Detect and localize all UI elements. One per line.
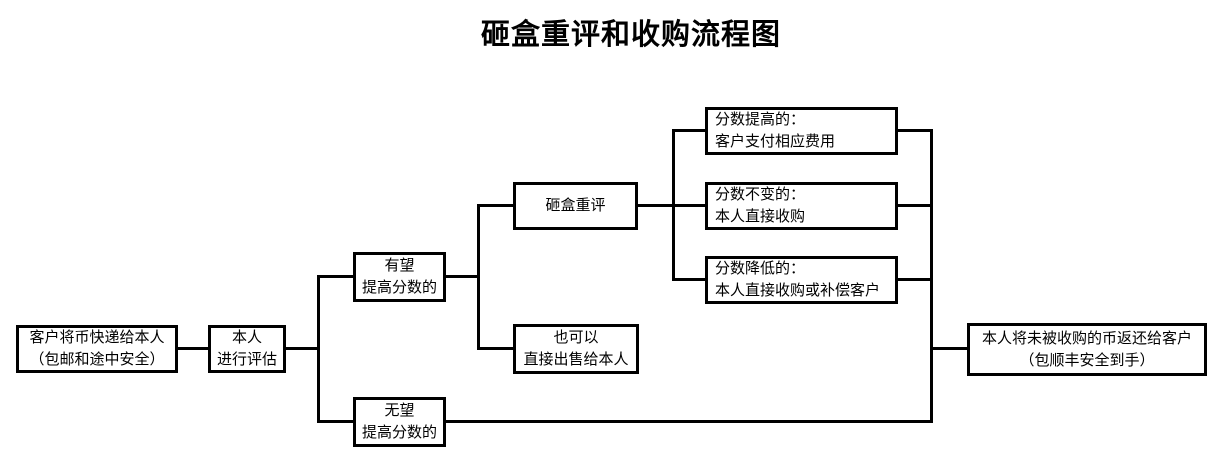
node-label: 分数降低的： xyxy=(715,260,806,277)
node-score-up: 分数提高的： 客户支付相应费用 xyxy=(705,107,898,155)
connector-line xyxy=(477,347,515,350)
node-label: 砸盒重评 xyxy=(545,197,606,214)
connector-line xyxy=(444,420,933,423)
connector-line xyxy=(444,275,480,278)
node-label: （包顺丰安全到手） xyxy=(1019,351,1155,369)
connector-line xyxy=(672,278,707,281)
connector-line xyxy=(317,420,355,423)
diagram-title: 砸盒重评和收购流程图 xyxy=(480,19,781,51)
node-label: （包邮和途中安全） xyxy=(29,351,165,368)
connector-line xyxy=(930,347,969,350)
connector-line xyxy=(636,204,675,207)
node-label: 本人将未被收购的币返还给客户 xyxy=(981,329,1192,347)
connector-line xyxy=(477,204,480,350)
node-label: 本人直接收购或补偿客户 xyxy=(715,282,881,299)
node-label: 也可以 xyxy=(553,329,599,346)
node-customer-ship: 客户将币快递给本人 （包邮和途中安全） xyxy=(16,325,178,373)
node-label: 有望 xyxy=(384,257,415,274)
node-label: 客户支付相应费用 xyxy=(715,133,836,150)
connector-line xyxy=(896,129,933,132)
node-label: 分数提高的： xyxy=(715,111,806,128)
node-label: 无望 xyxy=(384,402,415,419)
node-score-same: 分数不变的： 本人直接收购 xyxy=(705,182,898,230)
node-sell-directly: 也可以 直接出售给本人 xyxy=(513,324,639,374)
node-label: 进行评估 xyxy=(216,351,277,368)
node-hopeful: 有望 提高分数的 xyxy=(353,252,446,302)
connector-line xyxy=(930,129,933,423)
node-label: 提高分数的 xyxy=(361,424,437,441)
node-label: 直接出售给本人 xyxy=(523,351,629,368)
connector-line xyxy=(672,204,707,207)
connector-line xyxy=(896,204,933,207)
connector-line xyxy=(317,275,355,278)
connector-line xyxy=(284,347,320,350)
node-label: 本人 xyxy=(231,329,262,346)
connector-line xyxy=(672,129,707,132)
node-hopeless: 无望 提高分数的 xyxy=(353,397,446,447)
node-self-evaluate: 本人 进行评估 xyxy=(208,325,286,373)
node-return-coins: 本人将未被收购的币返还给客户 （包顺丰安全到手） xyxy=(967,323,1207,376)
node-label: 分数不变的： xyxy=(715,186,806,203)
node-label: 本人直接收购 xyxy=(715,208,806,225)
connector-line xyxy=(317,275,320,423)
connector-line xyxy=(477,204,515,207)
connector-line xyxy=(896,278,933,281)
node-smash-reevaluate: 砸盒重评 xyxy=(513,182,638,230)
node-score-down: 分数降低的： 本人直接收购或补偿客户 xyxy=(705,256,898,304)
node-label: 提高分数的 xyxy=(361,279,437,296)
connector-line xyxy=(176,347,210,350)
node-label: 客户将币快递给本人 xyxy=(29,329,165,346)
